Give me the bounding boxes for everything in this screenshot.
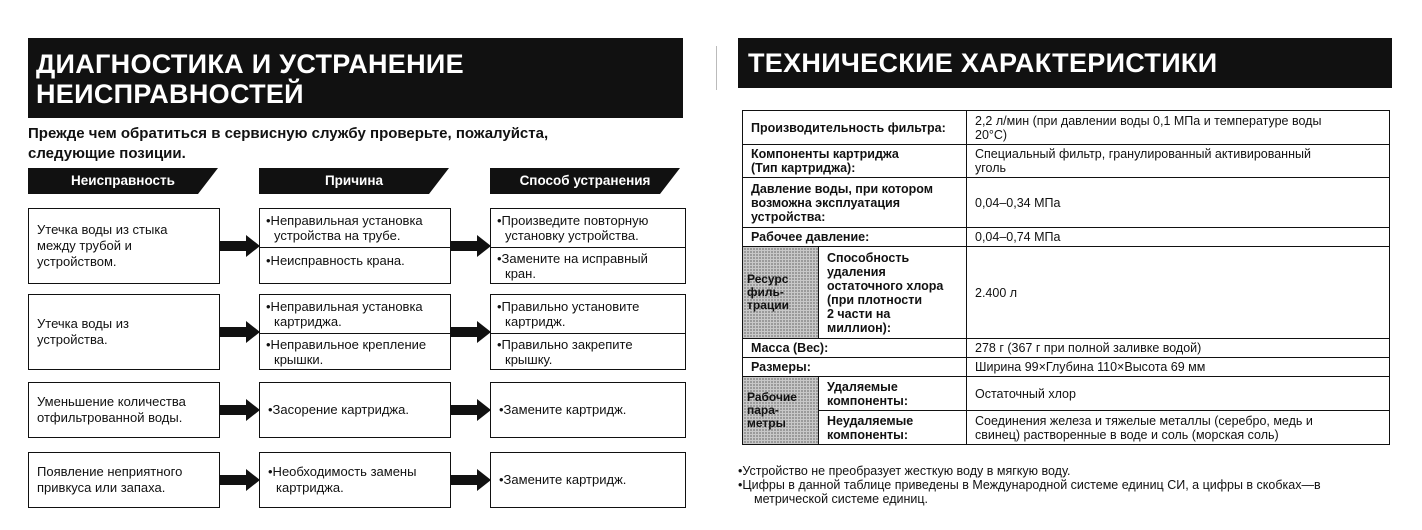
problem-2: Утечка воды из устройства. [28,294,220,370]
spec-row-dimensions: Размеры: Ширина 99×Глубина 110×Высота 69… [742,357,1390,377]
spec-value: 278 г (367 г при полной заливке водой) [966,338,1390,358]
problem-3: Уменьшение количества отфильтрованной во… [28,382,220,438]
cause-box-2: •Неправильная установка картриджа. •Непр… [259,294,451,370]
spec-row-not-removed: Неудаляемые компоненты: Соединения желез… [743,410,1390,445]
header-problem: Неисправность [28,168,218,194]
spec-value: Ширина 99×Глубина 110×Высота 69 мм [966,357,1390,377]
cause-4: •Необходимость замены картриджа. [259,452,451,508]
spec-label: Масса (Вес): [742,338,967,358]
footnote: •Цифры в данной таблице приведены в Межд… [738,478,1321,506]
specifications-page: ТЕХНИЧЕСКИЕ ХАРАКТЕРИСТИКИ Производитель… [738,38,1402,518]
spec-value: 0,04–0,74 МПа [966,227,1390,247]
arrow-icon [220,469,260,491]
cause-2b: •Неправильное крепление крышки. [260,333,450,369]
arrow-icon [451,399,491,421]
arrow-icon [220,321,260,343]
spec-value: Соединения железа и тяжелые металлы (сер… [966,410,1390,445]
remedy-2a: •Правильно установите картридж. [497,299,640,329]
spec-row-working-pressure: Рабочее давление: 0,04–0,74 МПа [742,227,1390,247]
arrow-icon [451,235,491,257]
header-remedy: Способ устранения [490,168,680,194]
troubleshooting-title: ДИАГНОСТИКА И УСТРАНЕНИЕ НЕИСПРАВНОСТЕЙ [28,38,683,118]
group-label-resource: Ресурс филь- трации [742,246,819,339]
cause-box-1: •Неправильная установка устройства на тр… [259,208,451,284]
spec-value: 2.400 л [966,246,1390,339]
spec-row-resource: Ресурс филь- трации Способность удаления… [742,246,1390,339]
problem-1: Утечка воды из стыка между трубой и устр… [28,208,220,284]
intro-text: Прежде чем обратиться в сервисную службу… [28,125,549,162]
spec-row-mass: Масса (Вес): 278 г (367 г при полной зал… [742,338,1390,358]
remedy-box-2: •Правильно установите картридж. •Правиль… [490,294,686,370]
problem-4: Появление неприятного привкуса или запах… [28,452,220,508]
remedy-2b: •Правильно закрепите крышку. [491,333,685,369]
specifications-table: Производительность фильтра: 2,2 л/мин (п… [742,110,1390,445]
arrow-icon [220,399,260,421]
cause-1b: •Неисправность крана. [260,247,450,283]
specifications-title: ТЕХНИЧЕСКИЕ ХАРАКТЕРИСТИКИ [738,38,1392,88]
spec-label: Неудаляемые компоненты: [818,410,967,445]
spec-value: Специальный фильтр, гранулированный акти… [966,144,1390,178]
remedy-1a: •Произведите повторную установку устройс… [497,213,649,243]
spec-label: Производительность фильтра: [742,110,967,145]
spec-label: Компоненты картриджа (Тип картриджа): [742,144,967,178]
arrow-icon [451,469,491,491]
footnotes: •Устройство не преобразует жесткую воду … [738,464,1402,506]
page-divider [716,46,717,90]
spec-row-cartridge: Компоненты картриджа (Тип картриджа): Сп… [742,144,1390,178]
spec-label: Размеры: [742,357,967,377]
spec-row-removed: Рабочие пара- метры Удаляемые компоненты… [742,376,1390,445]
spec-value: Остаточный хлор [966,376,1390,411]
remedy-box-1: •Произведите повторную установку устройс… [490,208,686,284]
spec-label: Давление воды, при котором возможна эксп… [742,177,967,228]
group-label-params: Рабочие пара- метры [742,376,819,445]
remedy-1b: •Замените на исправный кран. [491,247,685,283]
spec-value: 2,2 л/мин (при давлении воды 0,1 МПа и т… [966,110,1390,145]
spec-row-pressure-install: Давление воды, при котором возможна эксп… [742,177,1390,228]
spec-row-performance: Производительность фильтра: 2,2 л/мин (п… [742,110,1390,145]
remedy-4: •Замените картридж. [490,452,686,508]
spec-label: Способность удаления остаточного хлора (… [818,246,967,339]
arrow-icon [220,235,260,257]
arrow-icon [451,321,491,343]
remedy-3: •Замените картридж. [490,382,686,438]
cause-3: •Засорение картриджа. [259,382,451,438]
spec-label: Рабочее давление: [742,227,967,247]
header-cause: Причина [259,168,449,194]
spec-value: 0,04–0,34 МПа [966,177,1390,228]
footnote: •Устройство не преобразует жесткую воду … [738,464,1071,478]
spec-label: Удаляемые компоненты: [818,376,967,411]
troubleshooting-page: ДИАГНОСТИКА И УСТРАНЕНИЕ НЕИСПРАВНОСТЕЙ … [28,38,710,518]
cause-2a: •Неправильная установка картриджа. [266,299,423,329]
cause-1a: •Неправильная установка устройства на тр… [266,213,423,243]
